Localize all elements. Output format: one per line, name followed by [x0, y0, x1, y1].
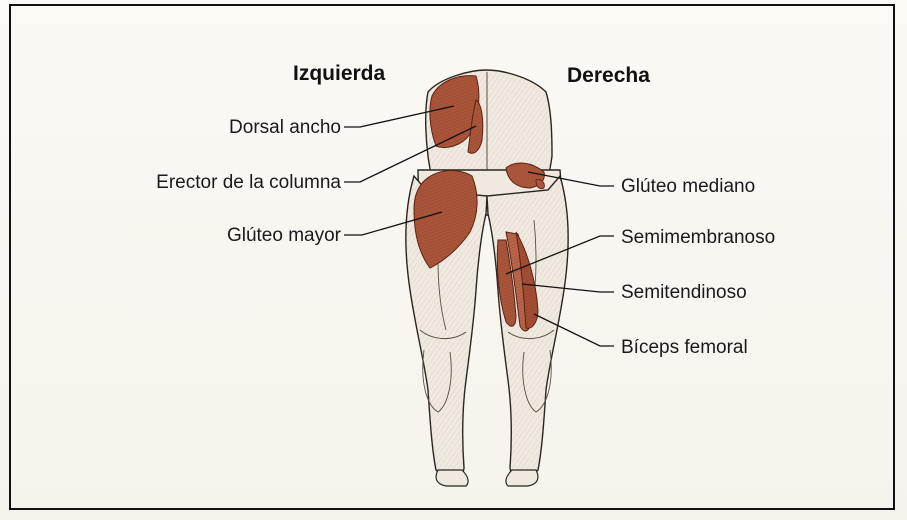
right-foot-shape: [506, 470, 538, 486]
heading-right: Derecha: [567, 64, 650, 87]
label-gluteo-mayor: Glúteo mayor: [227, 225, 342, 246]
label-gluteo-mediano: Glúteo mediano: [621, 176, 755, 197]
label-erector-columna: Erector de la columna: [156, 172, 341, 193]
body-illustration: [406, 70, 568, 486]
label-semitendinoso: Semitendinoso: [621, 282, 747, 303]
label-semimembranoso: Semimembranoso: [621, 227, 775, 248]
heading-left: Izquierda: [293, 62, 386, 85]
label-biceps-femoral: Bíceps femoral: [621, 337, 748, 358]
label-dorsal-ancho: Dorsal ancho: [229, 117, 341, 138]
left-foot-shape: [436, 470, 468, 486]
